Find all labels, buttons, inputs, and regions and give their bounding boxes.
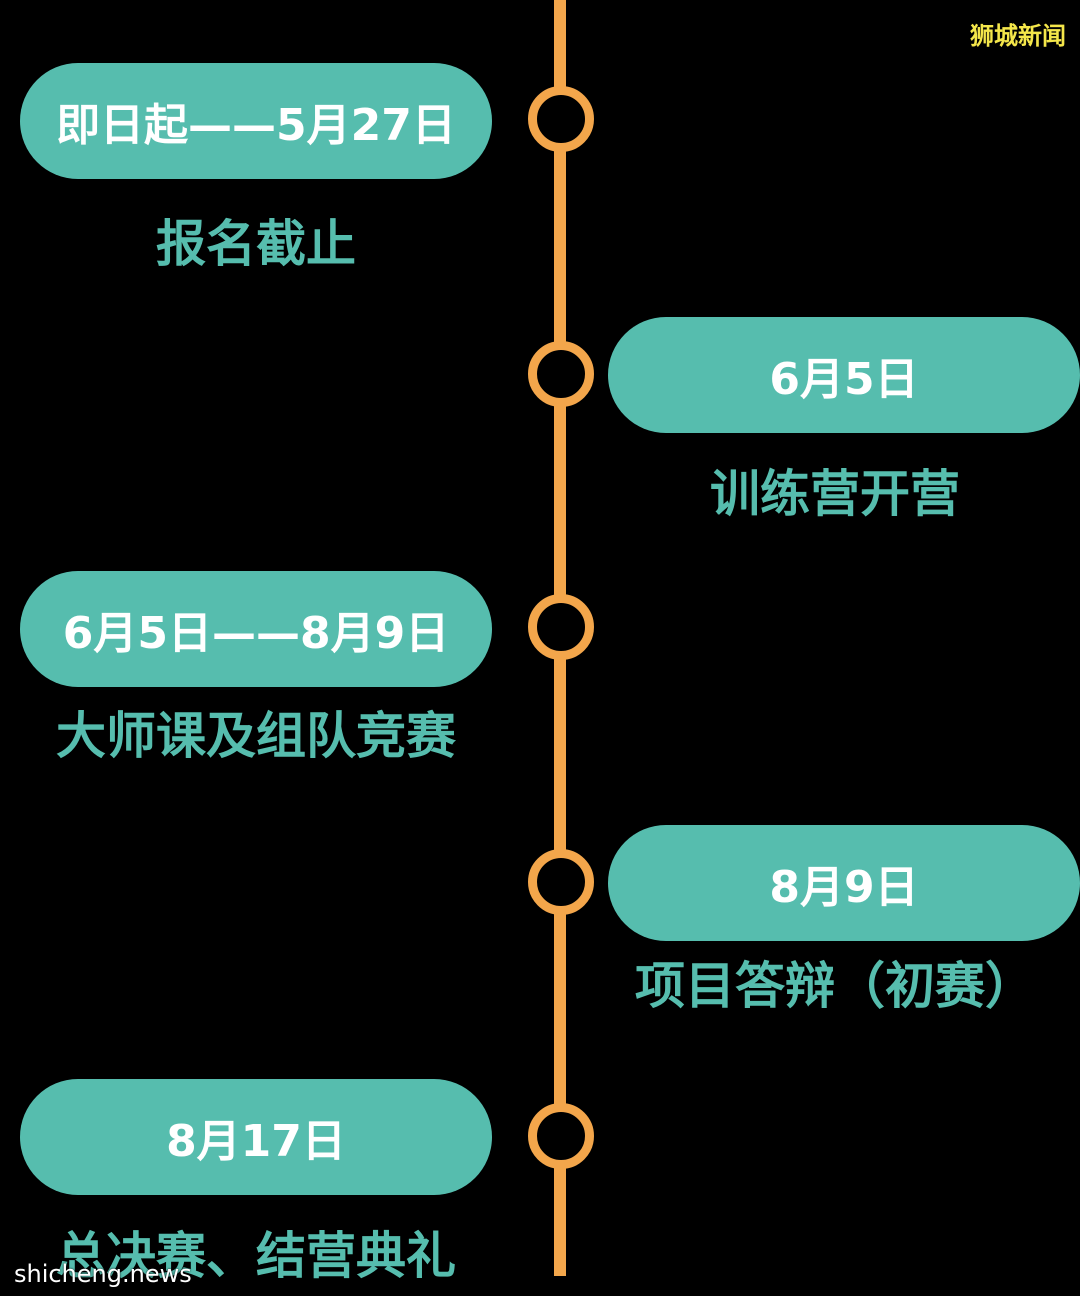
timeline-node (528, 594, 594, 660)
date-pill: 6月5日——8月9日 (20, 571, 492, 687)
timeline-node (528, 341, 594, 407)
event-label: 报名截止 (156, 215, 356, 273)
date-pill: 8月17日 (20, 1079, 492, 1195)
timeline-node (528, 1103, 594, 1169)
event-label: 训练营开营 (710, 465, 960, 523)
event-label: 大师课及组队竞赛 (56, 707, 456, 765)
watermark-site-text: shicheng.news (14, 1260, 192, 1288)
event-label: 总决赛、结营典礼 (56, 1227, 456, 1285)
date-pill: 6月5日 (608, 317, 1080, 433)
timeline-node (528, 86, 594, 152)
timeline-node (528, 849, 594, 915)
date-pill: 即日起——5月27日 (20, 63, 492, 179)
event-label: 项目答辩（初赛） (635, 957, 1035, 1015)
date-pill: 8月9日 (608, 825, 1080, 941)
watermark-logo-text: 狮城新闻 (970, 22, 1066, 50)
